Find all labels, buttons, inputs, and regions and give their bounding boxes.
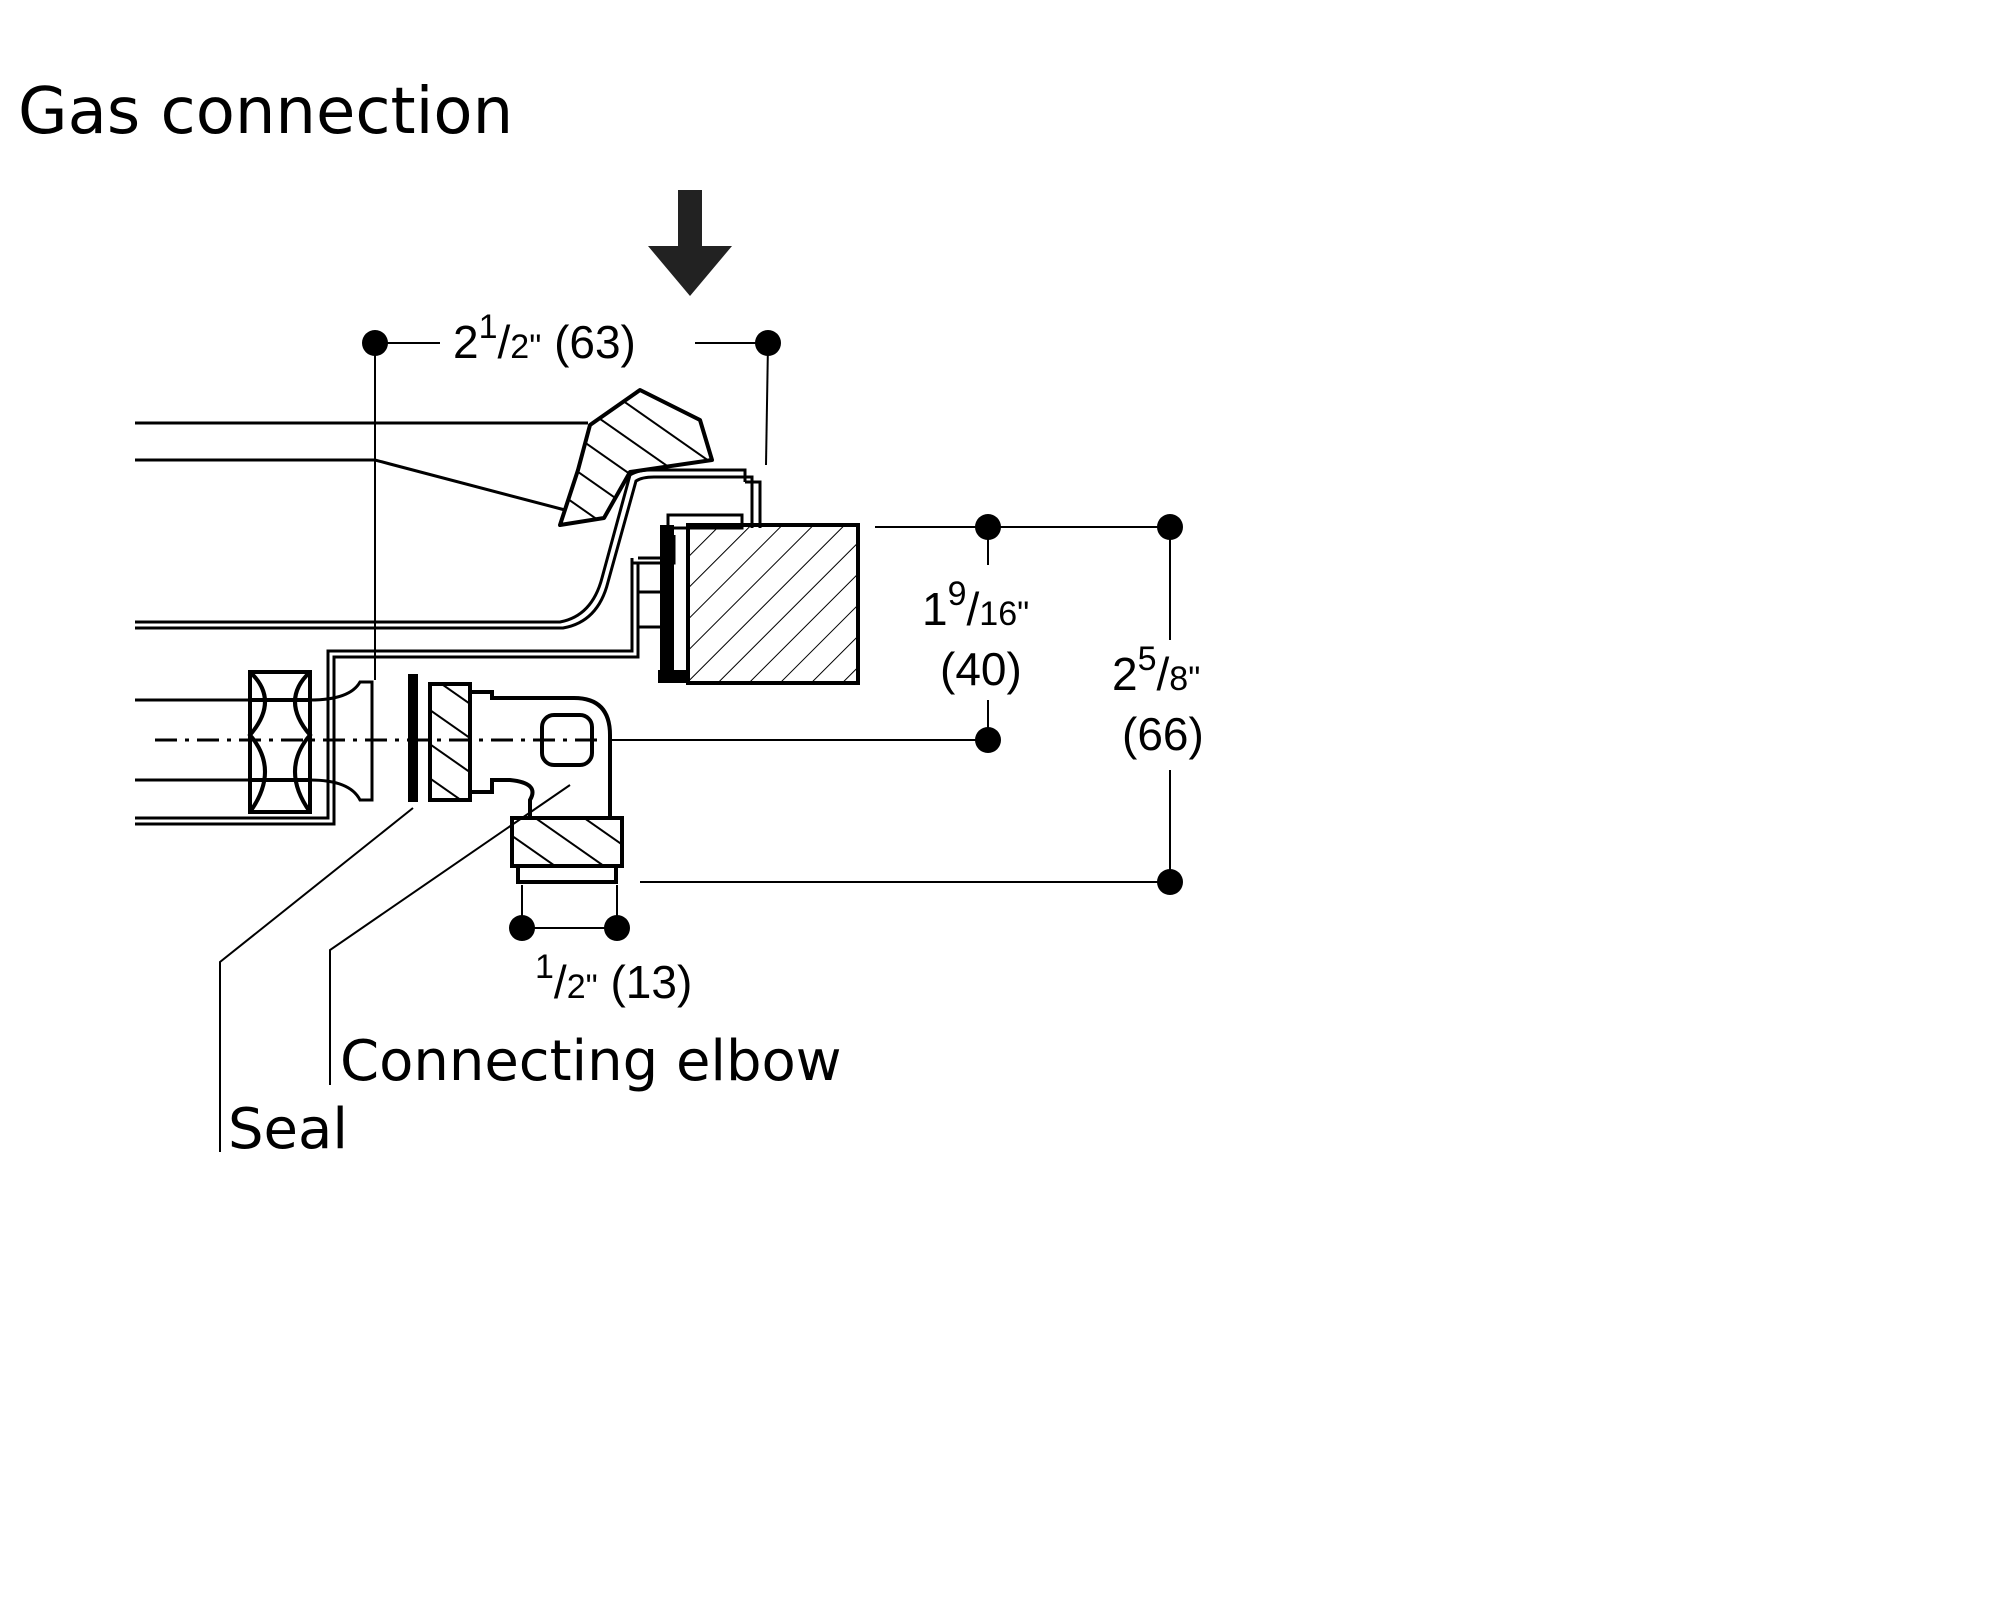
- countertop-section: [686, 523, 860, 685]
- burner-cap: [558, 388, 714, 527]
- dim-height-outer-label: 25/8": [1112, 640, 1200, 700]
- dimension-thread: [509, 885, 630, 941]
- seal-washer: [408, 674, 418, 802]
- gas-pipe: [135, 698, 250, 782]
- dim-height-inner-metric: (40): [940, 643, 1022, 695]
- callout-connecting-elbow-leader: [329, 784, 571, 1085]
- callout-seal: Seal: [228, 1097, 348, 1162]
- connecting-elbow: [428, 682, 624, 884]
- page-title: Gas connection: [18, 75, 514, 149]
- bracket-foot: [658, 670, 688, 683]
- dim-width-top-label: 21/2" (63): [453, 308, 636, 368]
- dim-thread-label: 1/2" (13): [535, 948, 692, 1008]
- callout-connecting-elbow: Connecting elbow: [340, 1029, 842, 1094]
- dimension-width-top: [362, 330, 781, 680]
- bracket-plate: [660, 525, 674, 683]
- dim-height-inner-label: 19/16": [922, 575, 1029, 635]
- callout-seal-leader: [219, 807, 414, 1152]
- dimension-height-inner: [610, 514, 1170, 753]
- dimension-height-outer: [640, 514, 1183, 895]
- hex-nut: [247, 670, 313, 814]
- dim-height-outer-metric: (66): [1122, 708, 1204, 760]
- down-arrow-icon: [648, 190, 732, 296]
